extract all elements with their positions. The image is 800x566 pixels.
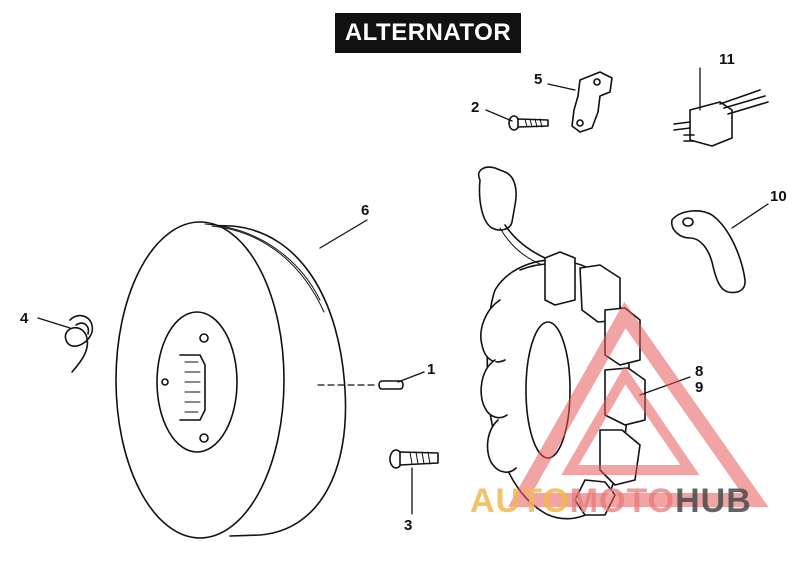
watermark-part-hub: HUB — [675, 482, 752, 520]
bracket-part-5 — [571, 71, 613, 133]
leader-lines — [37, 67, 769, 515]
callout-5: 5 — [534, 71, 543, 88]
watermark-text: AUTOMOTOHUB — [470, 482, 752, 521]
flywheel-part — [115, 221, 347, 539]
clip-part-4 — [64, 314, 94, 373]
callout-3: 3 — [404, 517, 413, 534]
watermark-logo — [507, 301, 769, 507]
callout-10: 10 — [770, 188, 787, 205]
diagram-title: ALTERNATOR — [344, 19, 512, 46]
bracket-part-10 — [670, 210, 746, 294]
callout-2: 2 — [471, 99, 480, 116]
callout-8: 8 — [695, 363, 704, 380]
pin-part-1 — [317, 380, 404, 390]
bolt-part-3 — [389, 449, 439, 469]
connector-part-11 — [673, 89, 769, 147]
watermark-part-moto: MOTO — [569, 482, 676, 520]
screw-part-2 — [508, 115, 549, 131]
callout-1: 1 — [427, 361, 436, 378]
callout-6: 6 — [361, 202, 370, 219]
title-banner: ALTERNATOR — [335, 13, 521, 53]
callout-4: 4 — [20, 310, 29, 327]
watermark-part-auto: AUTO — [470, 482, 570, 520]
callout-9: 9 — [695, 379, 704, 396]
callout-11: 11 — [719, 51, 735, 68]
